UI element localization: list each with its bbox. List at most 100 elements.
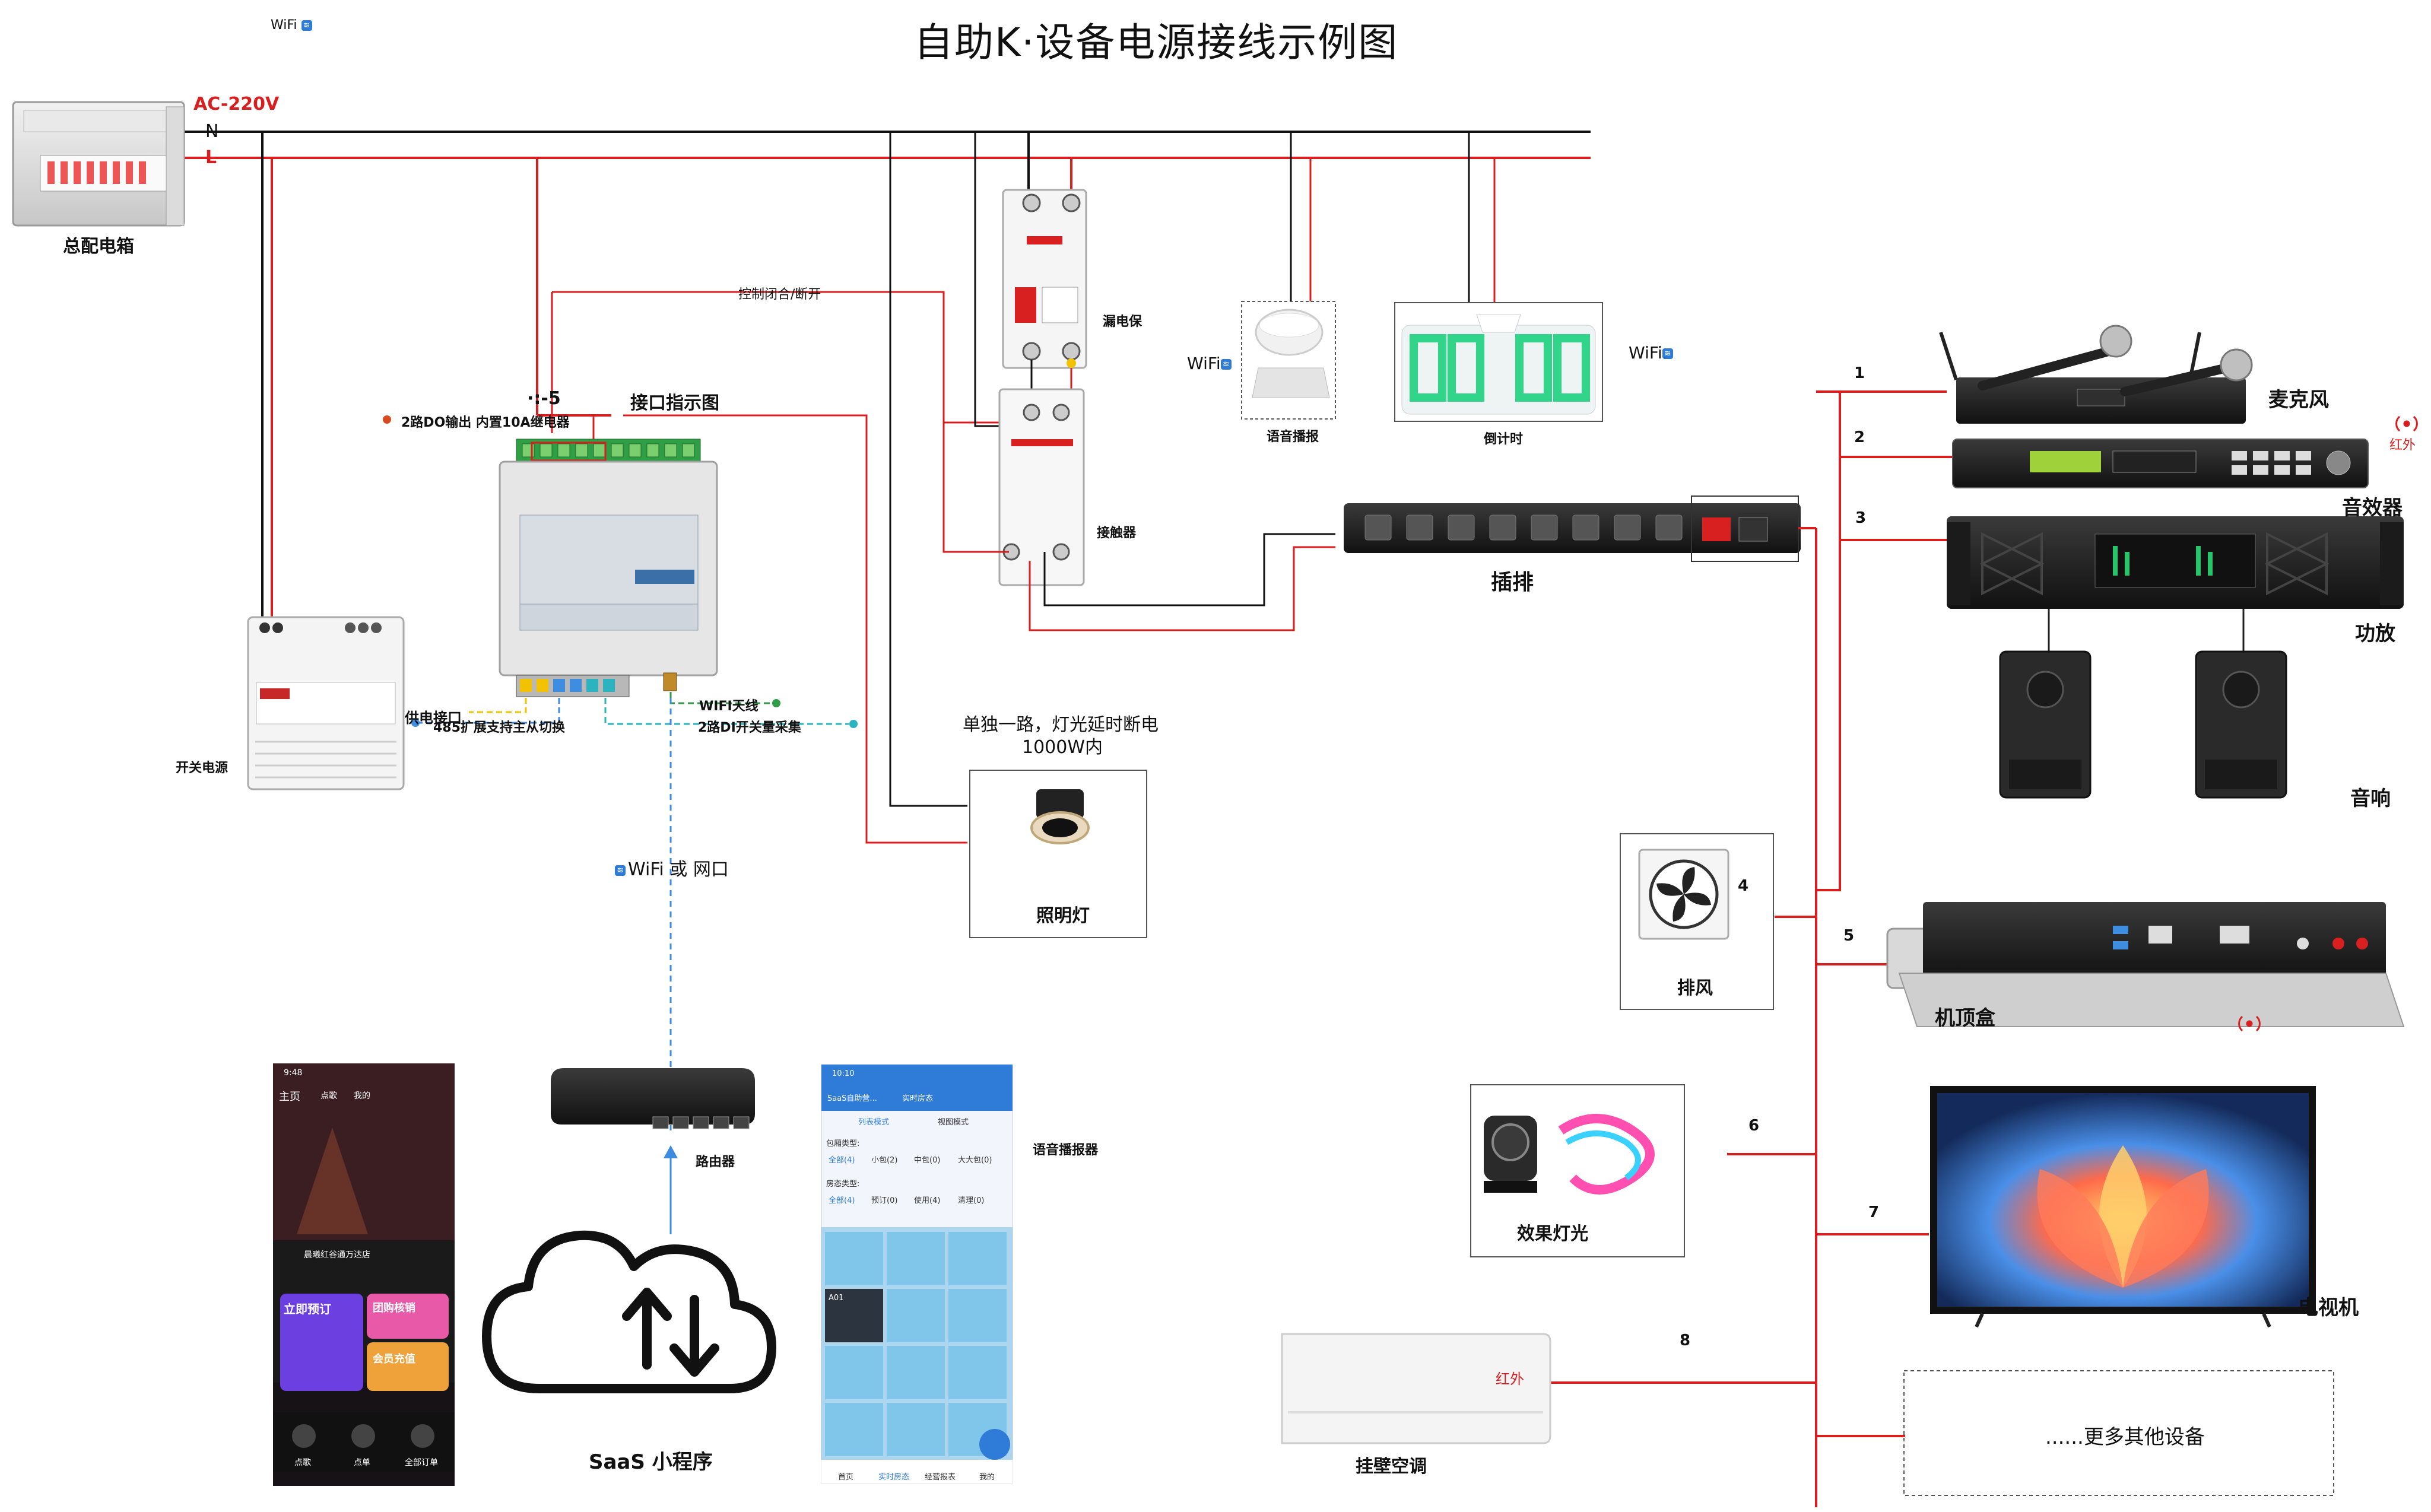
router-image — [551, 1068, 755, 1129]
neutral-label: N — [205, 121, 219, 142]
switch-power-supply-image — [247, 132, 405, 790]
ir-label-effector: 红外 — [2389, 438, 2416, 453]
wifi-label-voice: WiFi≋ — [1187, 354, 1234, 373]
saas-room-number: A01 — [829, 1294, 844, 1303]
saas-header: SaaS自助营... — [827, 1094, 877, 1103]
phone-bottom-songs[interactable]: 点歌 — [294, 1458, 311, 1467]
device-num-2: 2 — [1854, 428, 1865, 446]
saas-mode-list[interactable]: 列表模式 — [858, 1118, 890, 1127]
saas-pkg-opt-1[interactable]: 小包(2) — [871, 1156, 898, 1165]
saas-header-status: 实时房态 — [902, 1094, 934, 1103]
saas-room-opt-2[interactable]: 使用(4) — [914, 1196, 941, 1205]
device-num-1: 1 — [1854, 364, 1865, 382]
phone-bottom-all[interactable]: 全部订单 — [405, 1458, 438, 1467]
saas-bottom-home[interactable]: 首页 — [838, 1473, 854, 1482]
main-distribution-box-image — [12, 101, 185, 227]
device-num-7: 7 — [1868, 1203, 1880, 1221]
saas-pkg-opt-3[interactable]: 大大包(0) — [958, 1156, 992, 1165]
control-label: 控制闭合/断开 — [738, 287, 821, 302]
amplifier-image — [1947, 516, 2404, 653]
controller-wires — [383, 158, 1003, 844]
light-note-line1: 单独一路，灯光延时断电 — [963, 714, 1159, 735]
phone-store-name: 晨曦红谷通万达店 — [304, 1250, 370, 1260]
phone-bottom-orders[interactable]: 点单 — [354, 1458, 370, 1467]
phone-tab-mine[interactable]: 我的 — [354, 1091, 370, 1101]
leakage-breaker-image — [1002, 132, 1087, 369]
saas-app-screenshot — [821, 1064, 1013, 1484]
saas-time: 10:10 — [832, 1069, 855, 1078]
more-devices-box — [1903, 1370, 2334, 1496]
device-num-5: 5 — [1843, 927, 1855, 945]
saas-room-opt-3[interactable]: 清理(0) — [958, 1196, 985, 1205]
right-bus — [1549, 390, 1953, 1507]
router-label: 路由器 — [696, 1155, 735, 1170]
wifi-small-label: WiFi ≋ — [271, 18, 315, 33]
power-strip-label: 插排 — [1491, 570, 1534, 595]
device-tv-label: 电视机 — [2298, 1296, 2359, 1320]
controller-title: 接口指示图 — [630, 393, 719, 414]
phone-book-button[interactable]: 立即预订 — [284, 1302, 331, 1316]
wifi-antenna-label: WIFI天线 — [699, 699, 759, 714]
lighting-lamp-image — [889, 132, 1147, 938]
phone-tab-home[interactable]: 主页 — [279, 1091, 300, 1103]
countdown-label: 倒计时 — [1484, 432, 1524, 447]
leakage-breaker-label: 漏电保 — [1103, 315, 1142, 329]
saas-bottom-mine[interactable]: 我的 — [979, 1473, 995, 1482]
saas-room-opt-0[interactable]: 全部(4) — [829, 1196, 855, 1205]
lighting-label: 照明灯 — [1036, 906, 1090, 926]
cloud-icon — [482, 1230, 776, 1393]
device-num-8: 8 — [1680, 1332, 1691, 1349]
contactor-label: 接触器 — [1097, 526, 1137, 541]
wifi-icon: ≋ — [301, 20, 312, 31]
audio-effector-image — [1952, 439, 2369, 488]
device-effect-lights-label: 效果灯光 — [1517, 1224, 1588, 1244]
exhaust-fan-image — [1620, 833, 1774, 1010]
wifi-label-countdown: WiFi≋ — [1629, 343, 1675, 363]
rs485-label: 485扩展支持主从切换 — [433, 720, 565, 735]
phone-time: 9:48 — [284, 1068, 303, 1078]
network-label: ≋WiFi 或 网口 — [615, 855, 729, 881]
device-microphone-label: 麦克风 — [2268, 388, 2329, 412]
live-label: L — [205, 147, 217, 168]
speakers-image — [1999, 650, 2287, 799]
signal-lines — [411, 692, 858, 1234]
device-num-3: 3 — [1855, 509, 1867, 527]
device-amplifier-label: 功放 — [2355, 622, 2395, 646]
saas-label: SaaS 小程序 — [589, 1450, 713, 1474]
do-output-label: 2路DO输出 内置10A继电器 — [401, 415, 570, 430]
set-top-box-image — [1886, 902, 2405, 1027]
device-num-4: 4 — [1738, 877, 1749, 895]
device-fan-label: 排风 — [1677, 978, 1713, 999]
effect-lights-image — [1470, 1084, 1685, 1257]
phone-tab-songs[interactable]: 点歌 — [320, 1091, 337, 1101]
saas-pkg-opt-2[interactable]: 中包(0) — [914, 1156, 941, 1165]
light-note-line2: 1000W内 — [1022, 737, 1103, 758]
switch-psu-label: 开关电源 — [176, 761, 228, 776]
phone-recharge-button[interactable]: 会员充值 — [373, 1353, 415, 1365]
device-stb-label: 机顶盒 — [1935, 1006, 1995, 1030]
device-effector-label: 音效器 — [2342, 496, 2403, 520]
voice-label: 语音播报 — [1267, 430, 1319, 444]
power-port-label: 供电接口 — [405, 710, 462, 726]
saas-room-opt-1[interactable]: 预订(0) — [871, 1196, 898, 1205]
device-num-6: 6 — [1748, 1117, 1760, 1135]
wifi-icon: ≋ — [615, 865, 626, 876]
infrared-icon — [2238, 415, 2418, 1032]
customer-app-screenshot — [273, 1063, 455, 1486]
wifi-icon: ≋ — [1220, 359, 1232, 370]
di-input-label: 2路DI开关量采集 — [698, 720, 801, 735]
saas-bottom-reports[interactable]: 经营报表 — [925, 1473, 956, 1482]
page-title: 自助K·设备电源接线示例图 — [914, 20, 1399, 65]
saas-mode-view[interactable]: 视图模式 — [938, 1118, 969, 1127]
television-image — [1930, 1086, 2316, 1328]
wifi-icon: ≋ — [1662, 348, 1673, 359]
countdown-clock-image — [1394, 132, 1603, 422]
phone-groupbuy-button[interactable]: 团购核销 — [373, 1302, 415, 1314]
main-box-label: 总配电箱 — [63, 236, 134, 257]
saas-bottom-status[interactable]: 实时房态 — [878, 1473, 910, 1482]
saas-pkg-opt-0[interactable]: 全部(4) — [829, 1156, 855, 1165]
saas-pkg-type: 包厢类型: — [826, 1139, 860, 1148]
controller-prefix: ·:-5 — [527, 388, 561, 409]
microphone-image — [1939, 325, 2253, 424]
